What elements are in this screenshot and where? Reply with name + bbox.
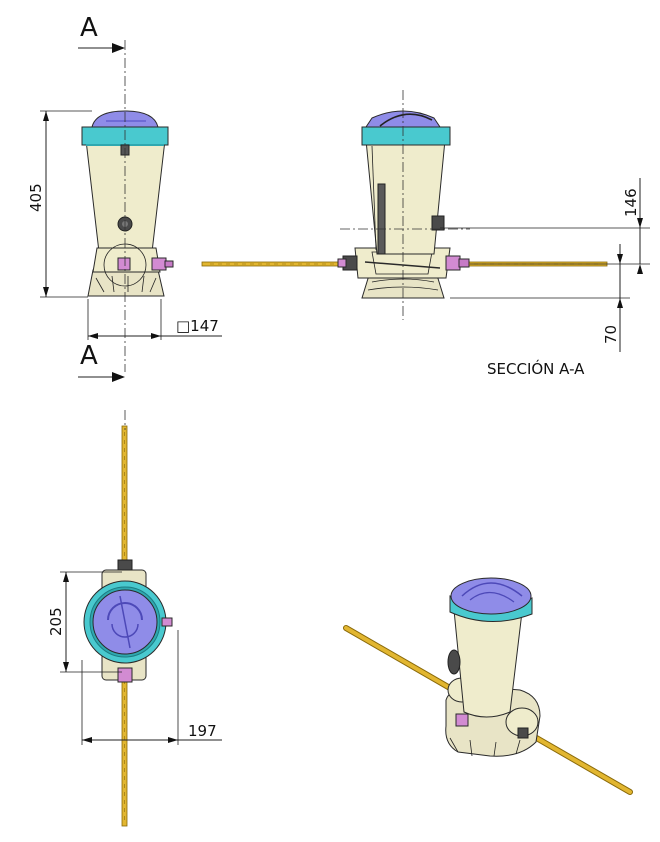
dimension-205: 205 <box>47 571 122 673</box>
isometric-view <box>343 577 633 795</box>
dimension-base-height: 70 <box>602 325 620 344</box>
dimension-width-plan: 205 <box>47 607 65 636</box>
dimension-147: □147 <box>87 299 222 340</box>
front-fitting <box>151 257 174 271</box>
section-marker-bottom: A <box>78 341 125 382</box>
dimension-146: 146 <box>440 178 650 274</box>
dimension-pipe-height: 146 <box>622 188 640 217</box>
front-view <box>81 110 174 297</box>
plan-view <box>83 425 173 827</box>
dimension-405: 405 <box>27 110 92 298</box>
section-letter-bottom: A <box>80 341 98 371</box>
dimension-base-square: □147 <box>176 317 219 335</box>
dimension-70: 70 <box>450 244 630 352</box>
section-view <box>201 110 608 299</box>
dimension-height-total: 405 <box>27 183 45 212</box>
section-marker-top: A <box>78 13 125 53</box>
dimension-197: 197 <box>81 630 222 745</box>
section-letter-top: A <box>80 13 98 43</box>
dimension-offset-plan: 197 <box>188 722 217 740</box>
section-label: SECCIÓN A-A <box>487 359 585 378</box>
